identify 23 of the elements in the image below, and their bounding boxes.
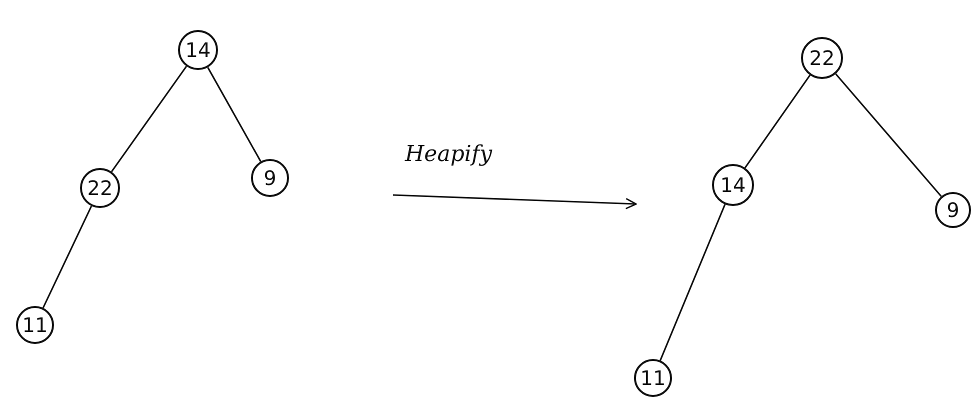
tree-edge [835, 73, 942, 197]
tree-node-circle [251, 159, 289, 197]
node-value: 14 [185, 38, 211, 62]
node-value: 14 [720, 173, 746, 197]
node-value: 22 [809, 46, 835, 70]
tree-edge [42, 206, 92, 308]
tree-edge [110, 66, 188, 172]
tree-node-circle [80, 168, 120, 208]
tree-node-circle [801, 37, 843, 79]
tree-node-circle [935, 192, 971, 228]
tree-node-circle [178, 30, 218, 70]
node-value: 11 [22, 313, 48, 337]
tree-edge [744, 74, 811, 168]
tree-node-circle [16, 306, 54, 344]
node-value: 22 [87, 176, 113, 200]
node-value: 9 [946, 198, 960, 222]
tree-edge [207, 67, 262, 162]
tree-node-circle [634, 359, 672, 397]
arrow-label: Heapify [405, 142, 492, 167]
node-value: 11 [640, 366, 666, 390]
tree-node-circle [712, 164, 754, 206]
tree-edge [660, 204, 726, 361]
node-value: 9 [264, 166, 276, 190]
